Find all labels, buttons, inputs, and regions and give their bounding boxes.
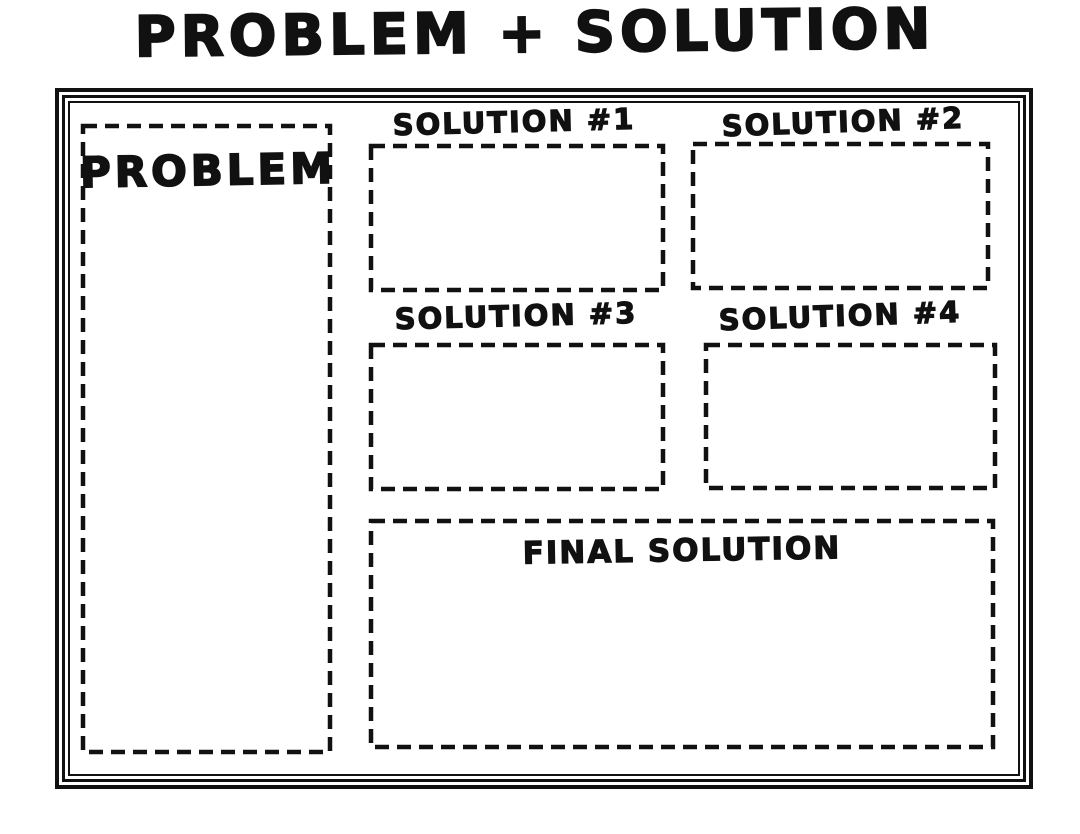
final-solution-write-area[interactable] [376,575,988,742]
solution-3-write-area[interactable] [376,350,658,484]
solution-3-box-outline [368,342,666,492]
problem-label: PROBLEM [79,143,338,198]
page-title: PROBLEM + SOLUTION [133,0,936,71]
problem-write-area[interactable] [88,200,325,745]
outer-frame-line-3 [68,101,1020,776]
problem-box-outline [80,123,333,755]
solution-1-write-area[interactable] [376,151,658,285]
outer-frame-line-1 [55,88,1033,789]
solution-4-write-area[interactable] [711,350,990,483]
solution-1-label: SOLUTION #1 [392,101,637,143]
solution-4-box-outline [703,342,998,491]
solution-2-label: SOLUTION #2 [721,100,966,144]
solution-1-box-outline [368,143,666,293]
solution-3-label: SOLUTION #3 [394,295,639,337]
solution-4-label: SOLUTION #4 [718,294,963,338]
outer-frame-line-2 [62,95,1026,782]
final-solution-label: FINAL SOLUTION [522,530,842,573]
solution-2-box-outline [690,141,991,291]
solution-2-write-area[interactable] [698,149,983,283]
final-solution-box-outline [368,518,996,750]
